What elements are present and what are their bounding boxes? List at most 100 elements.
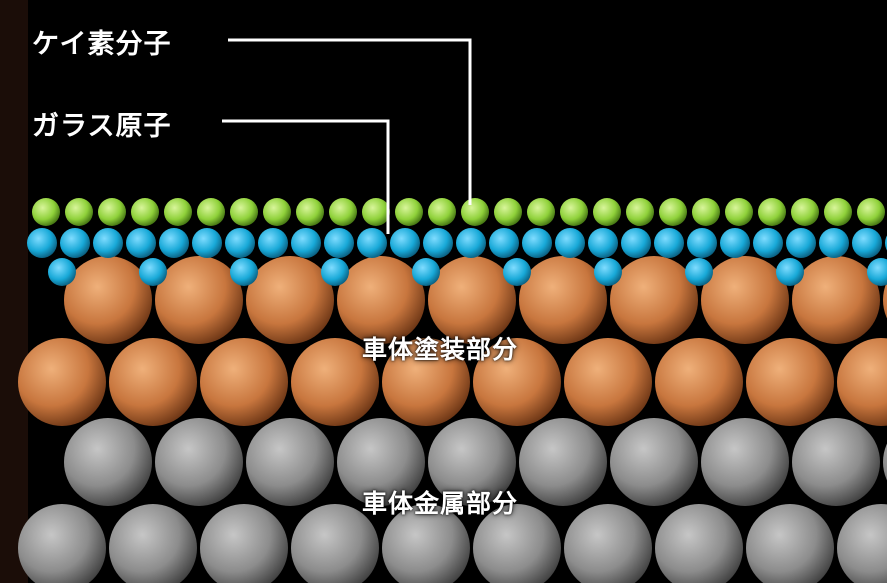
glass-atom <box>357 228 387 258</box>
metal-atom <box>610 418 698 506</box>
glass-atom <box>867 258 887 286</box>
glass-atom <box>192 228 222 258</box>
metal-atom <box>837 504 887 583</box>
silica-molecule <box>296 198 324 226</box>
glass-atom <box>48 258 76 286</box>
glass-atom <box>503 258 531 286</box>
metal-atom <box>155 418 243 506</box>
metal-atom <box>337 418 425 506</box>
glass-atom <box>786 228 816 258</box>
metal-atom <box>701 418 789 506</box>
paint-atom <box>655 338 743 426</box>
silica-molecule <box>263 198 291 226</box>
silica-molecule <box>329 198 357 226</box>
glass-atom <box>291 228 321 258</box>
glass-atom <box>720 228 750 258</box>
silica-molecule <box>32 198 60 226</box>
silica-molecule <box>857 198 885 226</box>
paint-atom <box>64 256 152 344</box>
silica-molecule <box>461 198 489 226</box>
silica-molecule <box>659 198 687 226</box>
label-glass-atom: ガラス原子 <box>32 111 172 142</box>
left-edge-bar <box>0 0 28 583</box>
metal-atom <box>200 504 288 583</box>
glass-atom <box>594 258 622 286</box>
label-metal-layer: 車体金属部分 <box>362 489 519 518</box>
leader-line-silica <box>228 38 472 205</box>
glass-atom <box>412 258 440 286</box>
silica-molecule <box>758 198 786 226</box>
paint-atom <box>246 256 334 344</box>
silica-molecule <box>560 198 588 226</box>
glass-atom <box>776 258 804 286</box>
paint-layer <box>18 256 887 426</box>
label-paint-layer: 車体塗装部分 <box>362 335 519 364</box>
paint-atom <box>382 338 470 426</box>
paint-atom <box>428 256 516 344</box>
glass-atom <box>324 228 354 258</box>
metal-atom <box>18 504 106 583</box>
silica-molecule <box>824 198 852 226</box>
metal-atom <box>382 504 470 583</box>
paint-atom <box>701 256 789 344</box>
paint-atom <box>610 256 698 344</box>
silica-molecule <box>98 198 126 226</box>
silica-layer <box>32 198 885 226</box>
label-silica-molecule: ケイ素分子 <box>32 29 172 60</box>
metal-atom <box>64 418 152 506</box>
metal-atom <box>883 443 887 481</box>
silica-molecule <box>197 198 225 226</box>
metal-atom <box>473 504 561 583</box>
metal-atom <box>792 418 880 506</box>
glass-atom <box>654 228 684 258</box>
silica-molecule <box>65 198 93 226</box>
silica-molecule <box>230 198 258 226</box>
silica-molecule <box>494 198 522 226</box>
glass-atom <box>588 228 618 258</box>
glass-layer <box>27 228 887 286</box>
glass-atom <box>456 228 486 258</box>
silica-molecule <box>131 198 159 226</box>
silica-molecule <box>791 198 819 226</box>
paint-atom <box>473 338 561 426</box>
glass-atom <box>621 228 651 258</box>
paint-atom <box>18 338 106 426</box>
paint-atom <box>337 256 425 344</box>
leader-line-glass <box>222 119 390 234</box>
metal-atom <box>655 504 743 583</box>
paint-atom <box>792 256 880 344</box>
silica-molecule <box>692 198 720 226</box>
silica-molecule <box>626 198 654 226</box>
metal-atom <box>519 418 607 506</box>
paint-atom <box>837 338 887 426</box>
silica-molecule <box>164 198 192 226</box>
silica-molecule <box>725 198 753 226</box>
paint-atom <box>200 338 288 426</box>
silica-molecule <box>428 198 456 226</box>
paint-atom <box>883 281 887 319</box>
glass-atom <box>139 258 167 286</box>
glass-atom <box>27 228 57 258</box>
glass-atom <box>687 228 717 258</box>
paint-atom <box>291 338 379 426</box>
paint-atom <box>519 256 607 344</box>
glass-atom <box>852 228 882 258</box>
paint-atom <box>155 256 243 344</box>
glass-atom <box>522 228 552 258</box>
glass-atom <box>60 228 90 258</box>
glass-atom <box>753 228 783 258</box>
metal-atom <box>246 418 334 506</box>
glass-atom <box>225 228 255 258</box>
paint-atom <box>564 338 652 426</box>
glass-atom <box>321 258 349 286</box>
metal-atom <box>428 418 516 506</box>
glass-atom <box>230 258 258 286</box>
silica-molecule <box>362 198 390 226</box>
leader-lines <box>222 38 472 234</box>
glass-atom <box>258 228 288 258</box>
silica-molecule <box>593 198 621 226</box>
glass-atom <box>819 228 849 258</box>
silica-molecule <box>395 198 423 226</box>
glass-atom <box>93 228 123 258</box>
